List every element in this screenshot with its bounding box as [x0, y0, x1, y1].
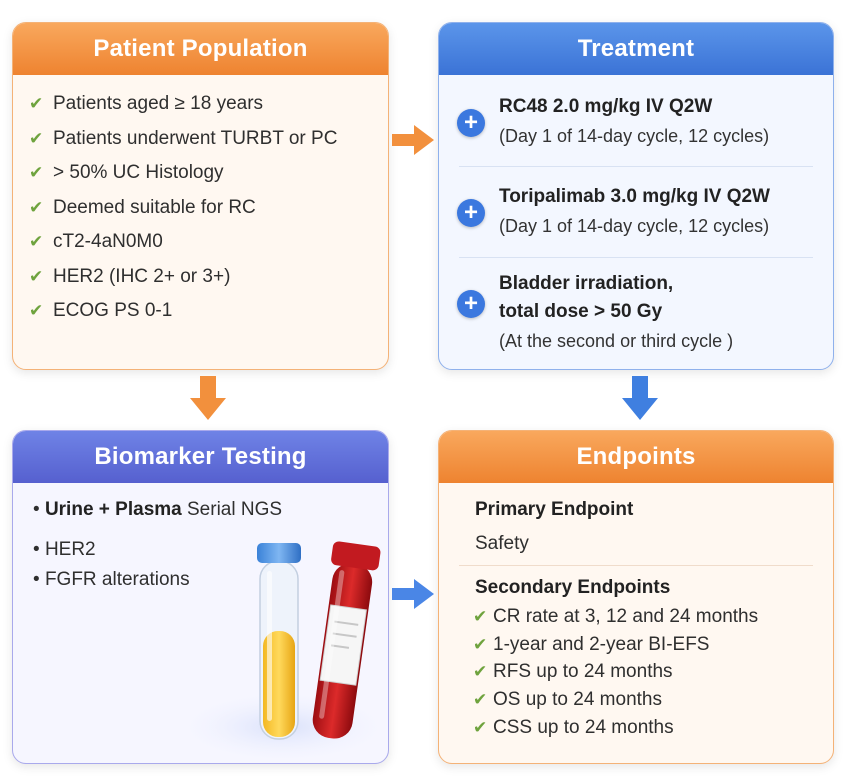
check-icon: ✔ — [29, 232, 44, 252]
treatment-item-rc48: + RC48 2.0 mg/kg IV Q2W (Day 1 of 14-day… — [457, 93, 817, 173]
check-icon: ✔ — [473, 606, 488, 626]
list-item: ✔HER2 (IHC 2+ or 3+) — [29, 265, 231, 287]
divider — [459, 166, 813, 167]
check-icon: ✔ — [473, 662, 488, 682]
arrow-right-icon — [392, 579, 434, 609]
check-icon: ✔ — [29, 266, 44, 286]
check-icon: ✔ — [473, 634, 488, 654]
divider — [459, 565, 813, 566]
list-item: ✔> 50% UC Histology — [29, 162, 224, 184]
check-icon: ✔ — [29, 197, 44, 217]
primary-endpoint-heading: Primary Endpoint — [475, 499, 634, 520]
list-item: • FGFR alterations — [33, 569, 190, 590]
treatment-title: Treatment — [439, 23, 833, 75]
list-item: ✔OS up to 24 months — [473, 689, 662, 711]
plus-circle-icon: + — [457, 109, 485, 137]
check-icon: ✔ — [29, 163, 44, 183]
list-item: ✔RFS up to 24 months — [473, 661, 673, 683]
secondary-endpoints-list: ✔CR rate at 3, 12 and 24 months ✔1-year … — [473, 603, 758, 742]
check-icon: ✔ — [29, 301, 44, 321]
list-item: ✔Patients underwent TURBT or PC — [29, 127, 338, 149]
biomarker-testing-title: Biomarker Testing — [13, 431, 388, 483]
list-item: • HER2 — [33, 539, 96, 560]
biomarker-testing-card: Biomarker Testing • Urine + Plasma Seria… — [12, 430, 389, 764]
inclusion-criteria-list: ✔Patients aged ≥ 18 years ✔Patients unde… — [29, 87, 337, 329]
list-item: ✔CSS up to 24 months — [473, 717, 674, 739]
list-item: ✔cT2-4aN0M0 — [29, 231, 163, 253]
endpoints-title: Endpoints — [439, 431, 833, 483]
list-item: ✔Patients aged ≥ 18 years — [29, 93, 264, 115]
ngs-line: • Urine + Plasma Serial NGS — [33, 499, 283, 520]
list-item: ✔Deemed suitable for RC — [29, 196, 256, 218]
check-icon: ✔ — [29, 94, 44, 114]
patient-population-title: Patient Population — [13, 23, 388, 75]
list-item: ✔1-year and 2-year BI-EFS — [473, 633, 710, 655]
arrow-right-icon — [392, 125, 434, 155]
treatment-item-irradiation: + Bladder irradiation, total dose > 50 G… — [457, 270, 817, 360]
list-item: ✔ECOG PS 0-1 — [29, 300, 173, 322]
plus-circle-icon: + — [457, 199, 485, 227]
plus-circle-icon: + — [457, 290, 485, 318]
check-icon: ✔ — [473, 718, 488, 738]
list-item: ✔CR rate at 3, 12 and 24 months — [473, 605, 759, 627]
patient-population-card: Patient Population ✔Patients aged ≥ 18 y… — [12, 22, 389, 370]
treatment-item-toripalimab: + Toripalimab 3.0 mg/kg IV Q2W (Day 1 of… — [457, 183, 817, 263]
arrow-down-icon — [622, 376, 658, 420]
primary-endpoint-value: Safety — [475, 533, 529, 554]
arrow-down-icon — [190, 376, 226, 420]
check-icon: ✔ — [29, 128, 44, 148]
endpoints-card: Endpoints Primary Endpoint Safety Second… — [438, 430, 834, 764]
secondary-endpoints-heading: Secondary Endpoints — [475, 577, 671, 598]
test-tubes-illustration — [183, 541, 383, 761]
treatment-card: Treatment + RC48 2.0 mg/kg IV Q2W (Day 1… — [438, 22, 834, 370]
divider — [459, 257, 813, 258]
check-icon: ✔ — [473, 690, 488, 710]
